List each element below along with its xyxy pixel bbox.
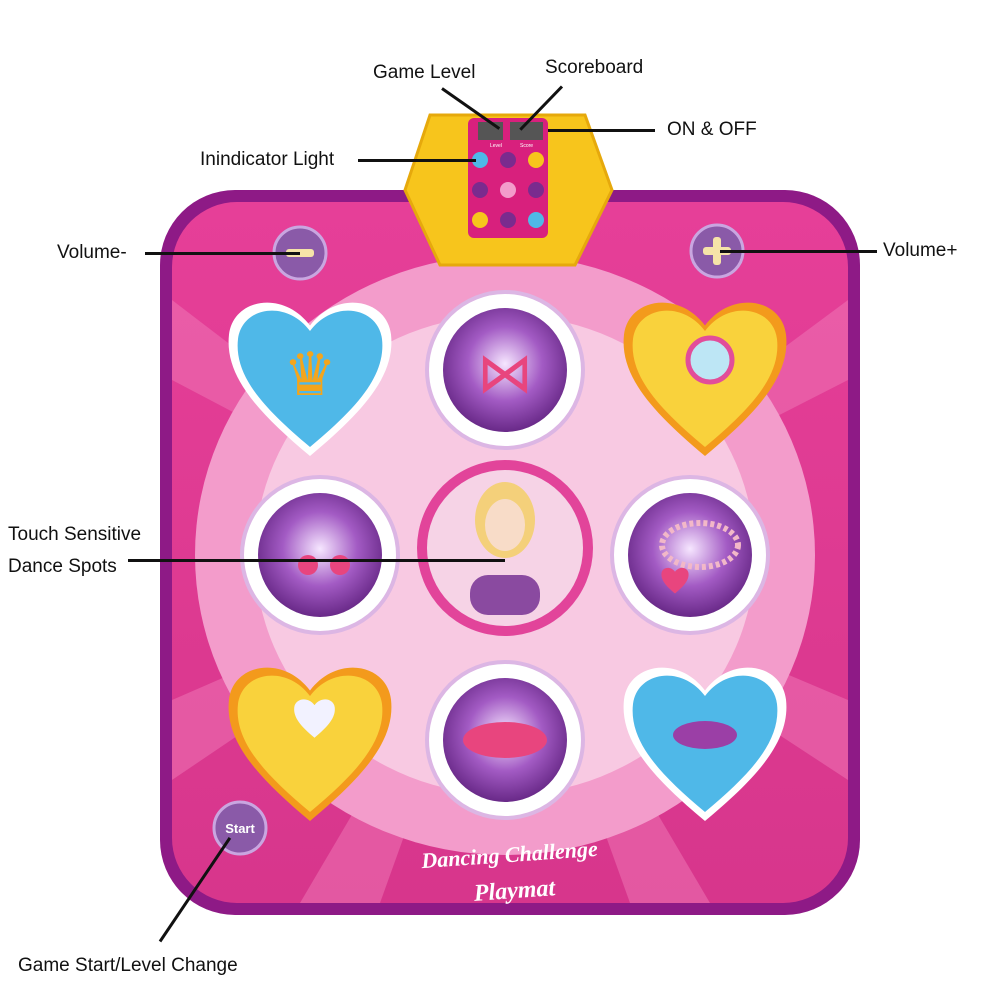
pad-girl	[417, 460, 593, 636]
label-on-off: ON & OFF	[667, 119, 757, 140]
score-display	[510, 122, 543, 140]
label-scoreboard: Scoreboard	[545, 57, 644, 78]
pad-bow: ⋈	[425, 290, 585, 450]
panel-level-label: Level	[490, 143, 502, 149]
pad-necklace	[610, 475, 770, 635]
label-touch-spots-1: Touch Sensitive	[8, 524, 142, 545]
label-game-level: Game Level	[373, 62, 476, 83]
pad-pillow	[425, 660, 585, 820]
leader-on-off	[548, 129, 655, 132]
mat-title-line2: Playmat	[472, 875, 557, 907]
panel-score-label: Score	[520, 143, 533, 149]
pad-mirror-heart	[623, 302, 787, 456]
leader-touch-spots	[128, 559, 505, 562]
pad-earrings	[240, 475, 400, 635]
leader-volume-plus	[720, 250, 877, 253]
dance-spots[interactable]: ♛ ⋈	[228, 290, 787, 821]
label-touch-spots-2: Dance Spots	[8, 556, 117, 577]
pad-crown-heart: ♛	[228, 302, 392, 456]
pad-shoes-heart	[623, 667, 787, 821]
label-indicator-light: Inindicator Light	[200, 149, 335, 170]
start-button-label: Start	[225, 821, 255, 836]
leader-volume-minus	[145, 252, 300, 255]
svg-text:⋈: ⋈	[477, 341, 533, 404]
label-volume-minus: Volume-	[57, 242, 127, 263]
label-volume-plus: Volume+	[883, 240, 958, 261]
label-game-start: Game Start/Level Change	[18, 955, 238, 976]
svg-text:♛: ♛	[283, 341, 337, 408]
leader-indicator	[358, 159, 476, 162]
control-panel	[403, 113, 614, 267]
volume-minus-button[interactable]	[272, 225, 328, 281]
